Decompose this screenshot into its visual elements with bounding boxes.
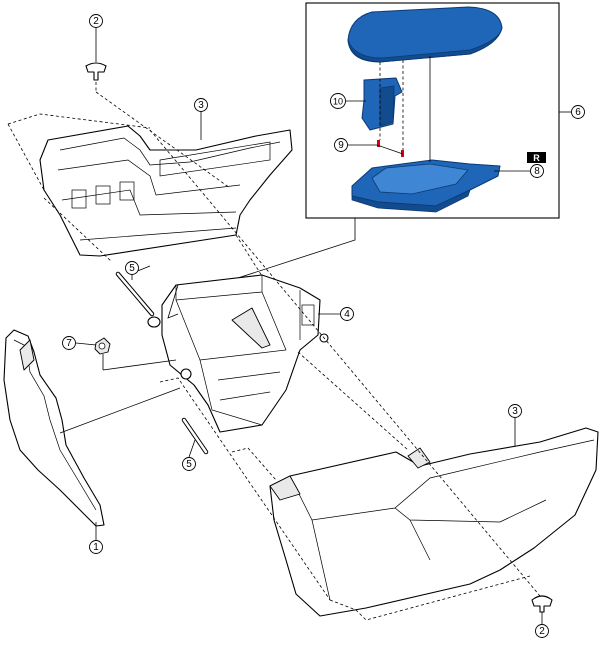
callout-label: 5 (129, 263, 135, 274)
callout-label: 7 (66, 338, 72, 349)
callout-label: 6 (575, 107, 581, 118)
side-mark-badge: R (527, 152, 546, 163)
callout-3-bottom: 3 (508, 404, 522, 418)
callout-1: 1 (89, 540, 103, 554)
lid-base-inner (371, 163, 469, 195)
push-pin-bottom (531, 595, 553, 613)
callout-5-top: 5 (125, 261, 139, 275)
callout-2-bottom: 2 (535, 624, 549, 638)
callout-label: 8 (534, 166, 540, 177)
callout-label: 3 (512, 406, 518, 417)
callout-10: 10 (330, 93, 346, 109)
front-trim-panel (3, 329, 105, 527)
hinge-bracket-face (379, 85, 395, 127)
callout-4: 4 (340, 307, 354, 321)
callout-label: 3 (198, 100, 204, 111)
callout-label: 9 (338, 140, 344, 151)
leaders (59, 28, 543, 624)
callout-label: 2 (93, 16, 99, 27)
side-mark-label: R (533, 153, 540, 163)
callout-label: 10 (333, 97, 343, 107)
callout-8: 8 (530, 164, 544, 178)
clip-7 (94, 337, 111, 355)
lower-side-panel (269, 427, 599, 617)
leader-line (376, 144, 404, 155)
assembly-guides (7, 82, 541, 621)
callout-6: 6 (571, 105, 585, 119)
callout-label: 1 (93, 542, 99, 553)
callout-9: 9 (334, 138, 348, 152)
armrest-lid-edge (347, 27, 503, 63)
callout-5-bottom: 5 (182, 457, 196, 471)
upper-side-panel (39, 125, 293, 257)
callout-7: 7 (62, 336, 76, 350)
callout-label: 5 (186, 459, 192, 470)
retainer-rod-bottom (181, 417, 209, 455)
callout-2-top: 2 (89, 14, 103, 28)
callout-label: 4 (344, 309, 350, 320)
center-storage-box (147, 274, 329, 433)
detail-inset: R (305, 2, 560, 219)
lid-base-edge (351, 189, 471, 213)
push-pin-top (85, 62, 107, 81)
callout-3-top: 3 (194, 98, 208, 112)
retainer-rod-top (115, 271, 155, 317)
callout-label: 2 (539, 626, 545, 637)
